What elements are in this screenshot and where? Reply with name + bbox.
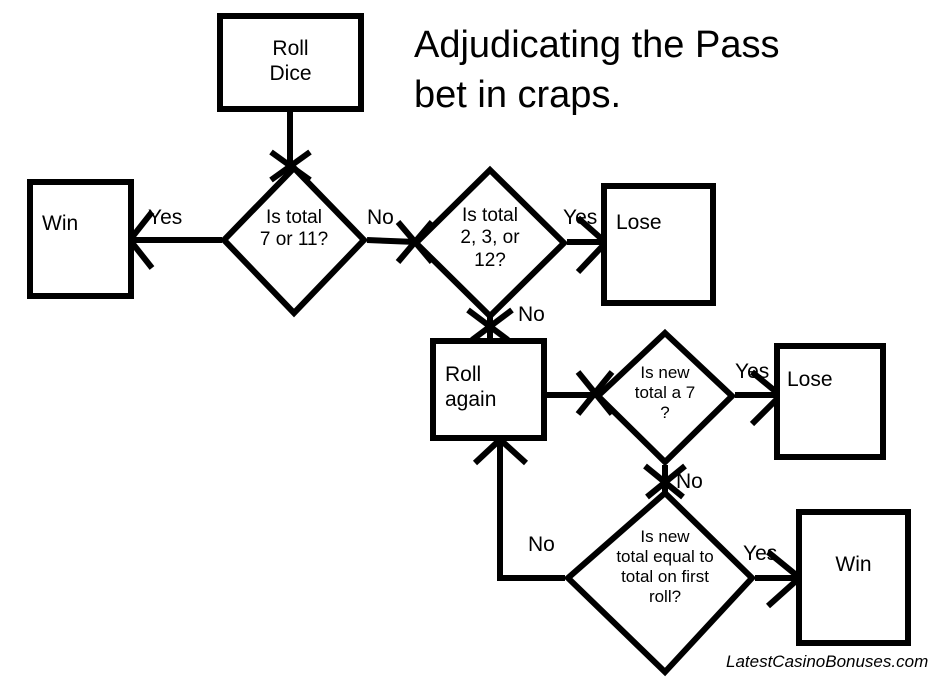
- node-decision-7-11[interactable]: [224, 168, 364, 313]
- edge-decision-point-to-roll-again: [497, 443, 565, 581]
- edge-label-decision-point-no: No: [528, 533, 555, 556]
- edge-label-decision-new-7-no: No: [676, 470, 703, 493]
- node-lose-top-shape: [601, 183, 716, 306]
- node-decision-new-7[interactable]: [598, 333, 732, 462]
- edge-decision-7-11-to-decision-2-3-12: [366, 237, 417, 245]
- node-roll-dice[interactable]: [220, 16, 361, 109]
- edge-label-decision-2-3-12-yes: Yes: [563, 206, 598, 229]
- node-win-top[interactable]: [30, 182, 131, 296]
- node-decision-point-shape: [563, 488, 757, 677]
- node-lose-mid[interactable]: [777, 346, 883, 457]
- watermark: LatestCasinoBonuses.com: [726, 652, 929, 671]
- node-roll-dice-shape: [217, 13, 364, 112]
- edge-label-decision-2-3-12-no: No: [518, 303, 545, 326]
- node-decision-point[interactable]: [568, 493, 752, 672]
- arrowhead-to-roll-again-top: [466, 307, 514, 343]
- node-win-bottom-shape: [796, 509, 911, 646]
- node-win-bottom[interactable]: [799, 512, 908, 643]
- node-decision-7-11-shape: [219, 163, 369, 318]
- node-lose-mid-shape: [774, 343, 886, 460]
- arrowhead-to-decision-point: [643, 463, 687, 500]
- edge-label-decision-point-yes: Yes: [743, 542, 778, 565]
- edge-label-decision-new-7-yes: Yes: [735, 360, 770, 383]
- node-roll-again-shape: [430, 338, 547, 441]
- node-roll-again[interactable]: [433, 341, 544, 438]
- diagram-title: Adjudicating the Pass bet in craps.: [414, 24, 780, 117]
- node-decision-2-3-12-shape: [411, 165, 569, 321]
- node-decision-2-3-12[interactable]: [416, 170, 564, 316]
- edge-label-decision-7-11-yes: Yes: [148, 206, 183, 229]
- node-win-top-shape: [27, 179, 134, 299]
- edge-label-decision-7-11-no: No: [367, 206, 394, 229]
- node-decision-new-7-shape: [593, 328, 737, 467]
- node-lose-top[interactable]: [604, 186, 713, 303]
